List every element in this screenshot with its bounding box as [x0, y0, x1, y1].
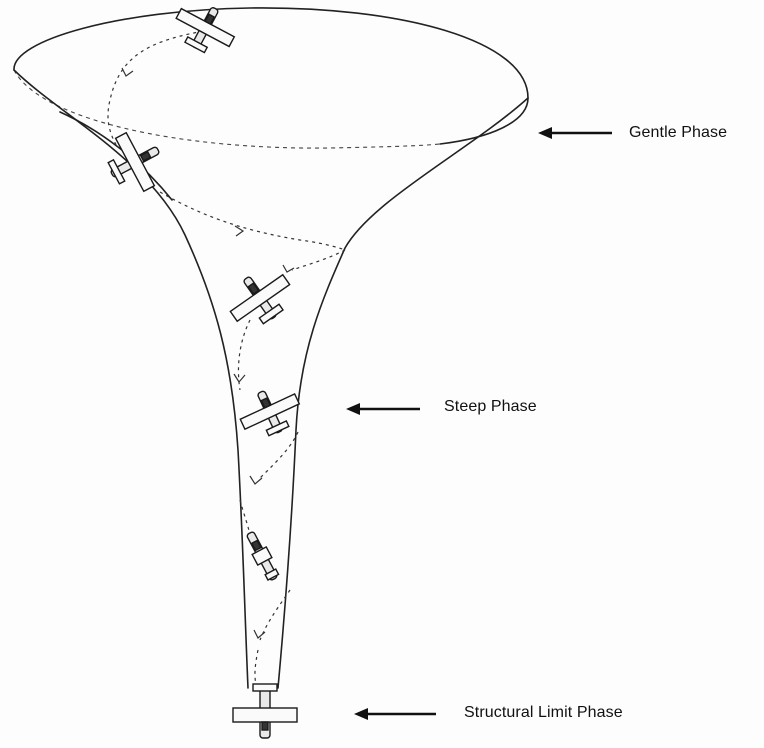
- airplane-icon: [233, 684, 297, 738]
- path-segment-steep-1: [238, 320, 250, 390]
- funnel-outline: [14, 8, 528, 688]
- steep-phase-label: Steep Phase: [444, 398, 537, 416]
- left-arrow-icon: [538, 127, 612, 139]
- funnel-rim-back: [14, 70, 440, 148]
- path-arrowhead: [283, 265, 294, 272]
- airplane-icon: [243, 529, 282, 582]
- structural-limit-phase-label: Structural Limit Phase: [464, 704, 623, 722]
- funnel-rim-front: [14, 8, 528, 144]
- path-arrowhead: [234, 374, 245, 382]
- path-segment-steep-2: [258, 432, 298, 480]
- path-arrowhead: [122, 68, 133, 76]
- left-arrow-icon: [346, 403, 420, 415]
- airplane-icon: [98, 123, 172, 200]
- gentle-phase-label: Gentle Phase: [629, 124, 727, 142]
- path-arrowhead: [235, 226, 243, 236]
- left-arrow-icon: [354, 708, 436, 720]
- path-segment-limit-2: [255, 650, 258, 685]
- funnel-right-wall: [278, 98, 528, 688]
